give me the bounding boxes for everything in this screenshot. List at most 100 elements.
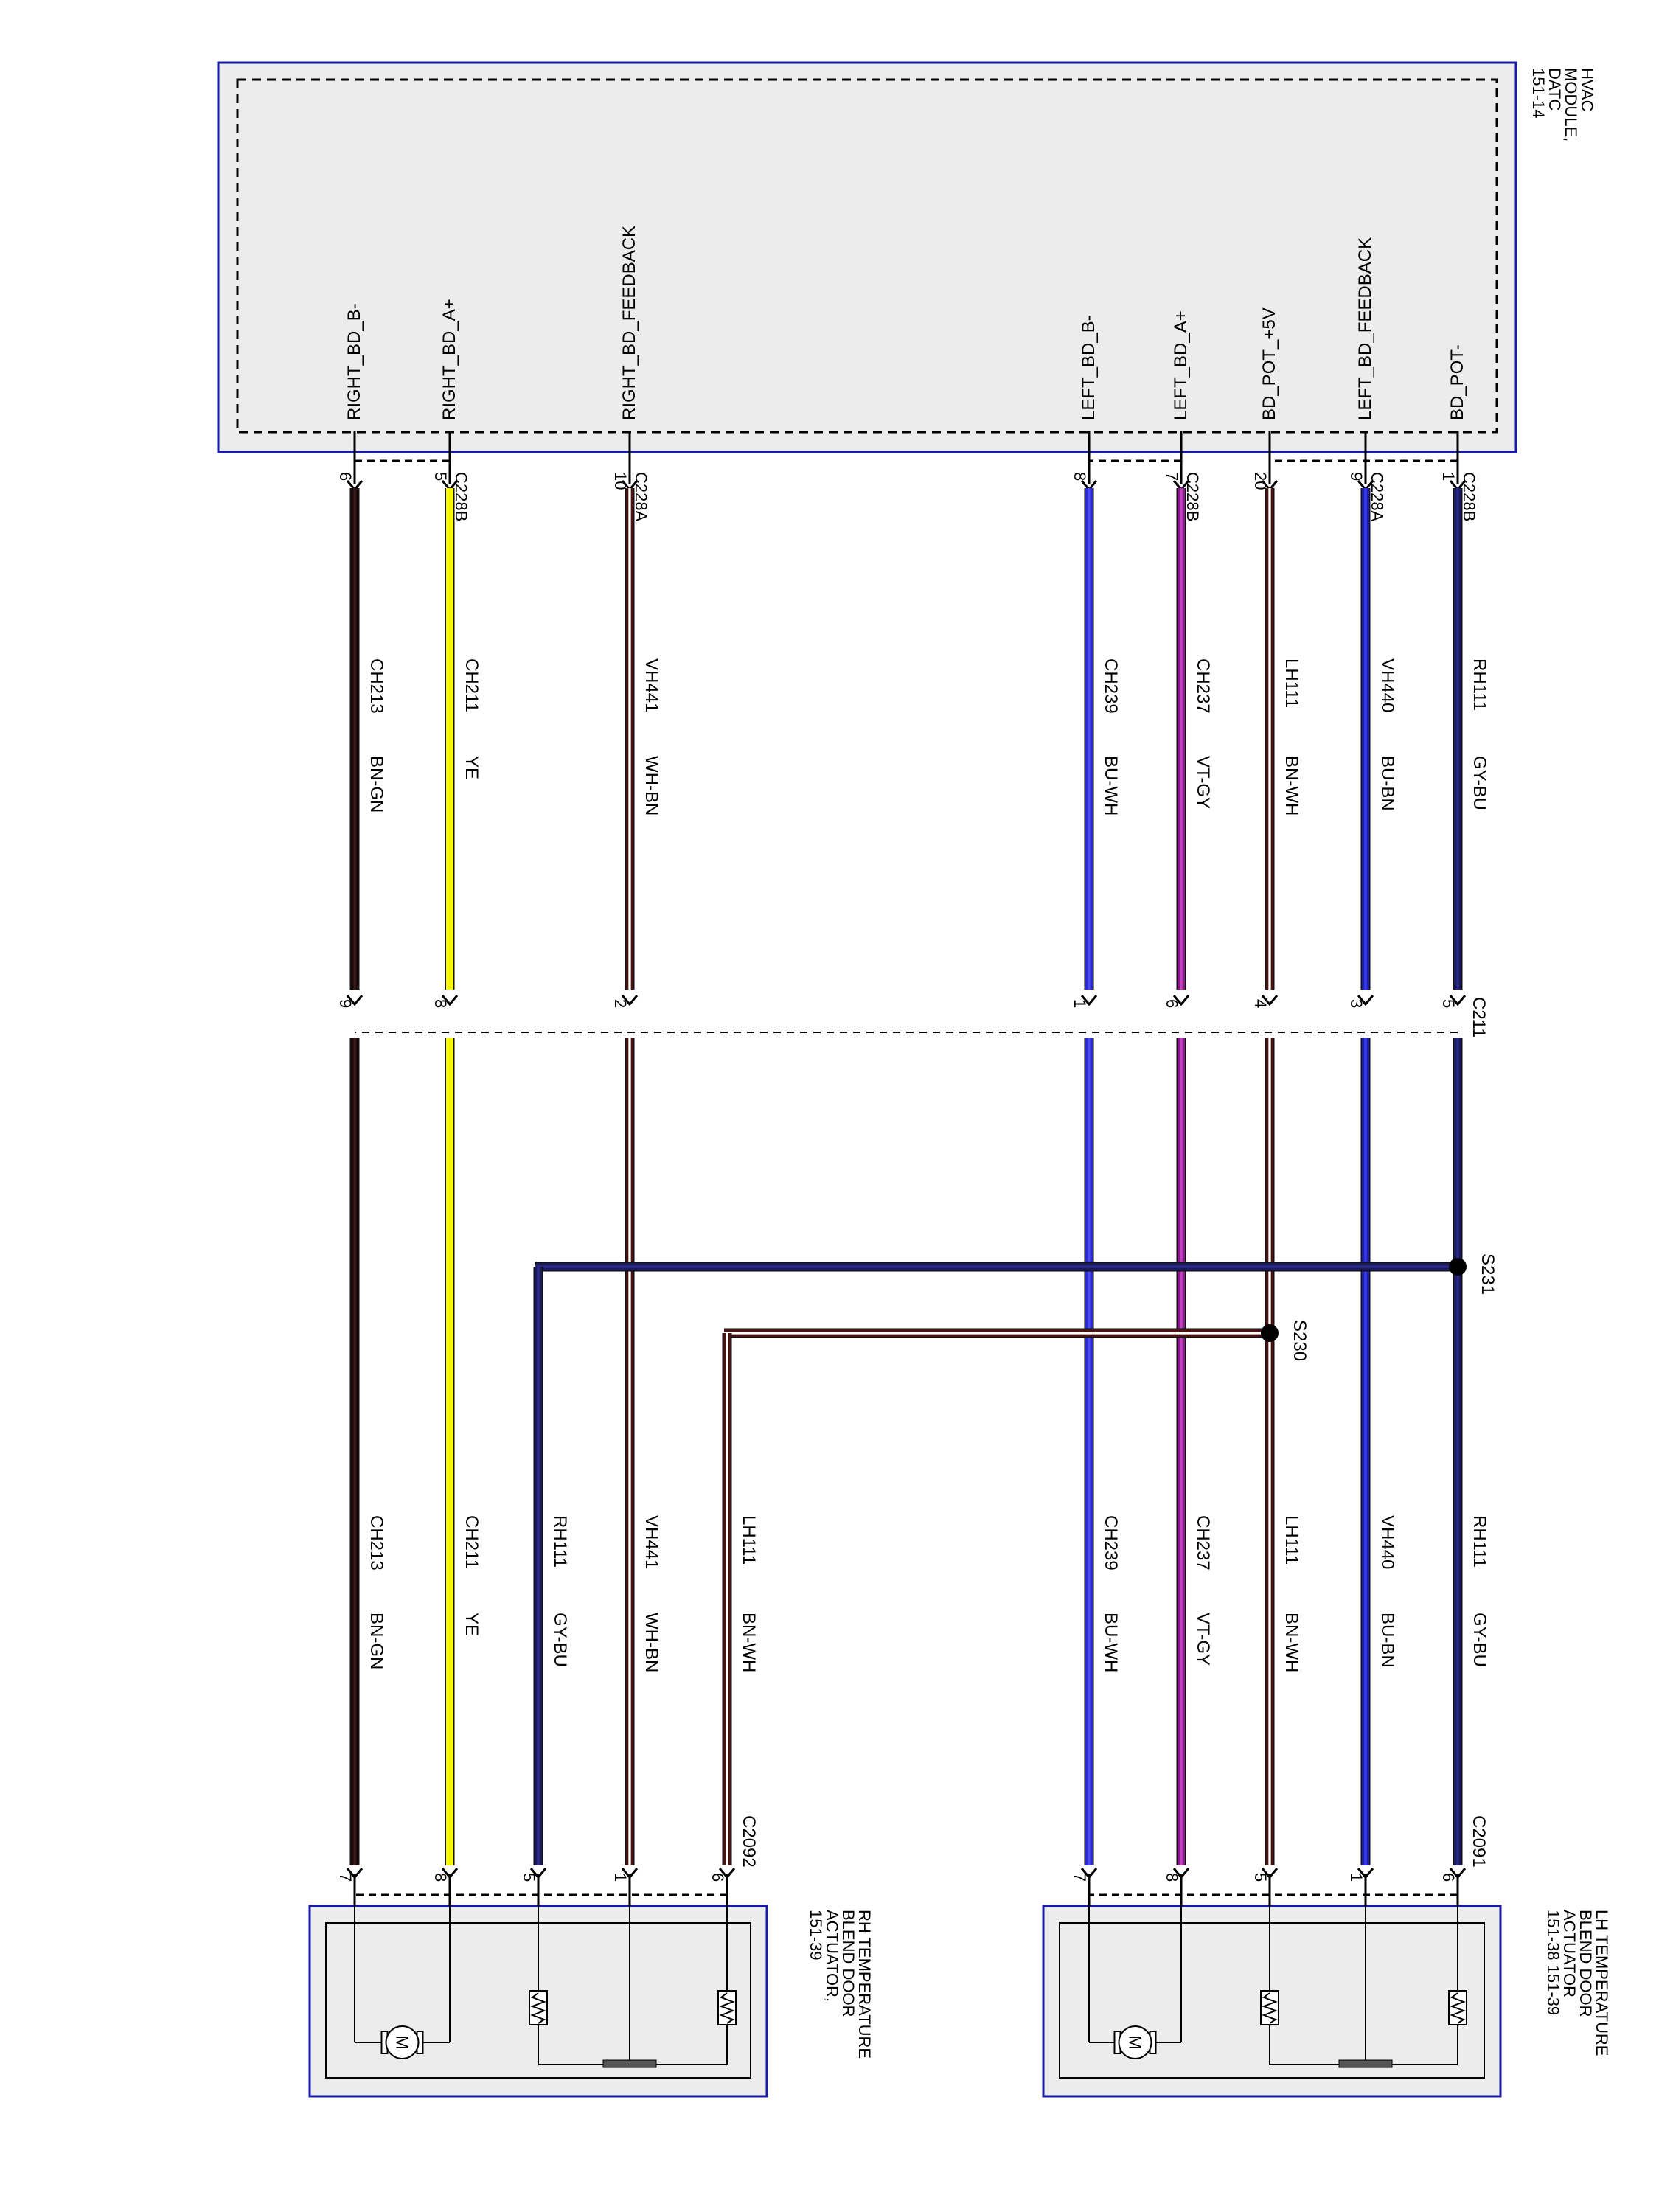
module-connector-label: C228B [452,472,470,521]
signal-label: RIGHT_BD_FEEDBACK [619,226,639,420]
circuit-label: RH111 [550,1515,570,1568]
splice-label: S231 [1478,1253,1498,1295]
module-pin-number: 1 [1439,472,1458,481]
circuit-label: VH441 [641,658,661,712]
connector-chevron [1172,995,1190,1006]
motor-icon-glyph: M [1125,2035,1145,2050]
signal-label: RIGHT_BD_B- [344,303,364,420]
c211-pin-number: 3 [1347,999,1366,1008]
actuator-pin-number: 8 [1163,1873,1181,1882]
wire-color-label: BU-WH [1101,756,1121,815]
splice-dot-s231 [1449,1258,1467,1276]
module-connector-label: C228B [1460,472,1478,521]
actuator-pin-number: 5 [1251,1873,1270,1882]
motor-icon [1118,2025,1152,2059]
wire-color-label: BN-WH [1281,1613,1301,1672]
wire-color-label: GY-BU [1470,756,1489,810]
module-pin-number: 9 [1347,472,1366,481]
circuit-label: LH111 [1281,658,1301,708]
wire-color-label: GY-BU [550,1613,570,1667]
hvac-module-inner-border [236,78,1498,434]
connector-chevron [1449,995,1467,1006]
rh-actuator-connector-label: C2092 [739,1815,759,1868]
hvac-module-frame [217,61,1517,453]
circuit-label: CH211 [462,1515,481,1569]
connector-chevron [1357,995,1374,1006]
c211-pin-number: 1 [1071,999,1089,1008]
lh-actuator-label: LH TEMPERATURE [1593,1910,1611,2056]
rh-actuator-label: 151-39 [807,1910,825,1961]
motor-icon-glyph: M [392,2035,412,2050]
signal-label: RIGHT_BD_A+ [439,299,459,420]
lh-actuator-label: BLEND DOOR [1576,1910,1595,2017]
wire-color-label: WH-BN [641,756,661,815]
splice-dot-s230 [1261,1324,1279,1342]
c211-pin-number: 8 [431,999,450,1008]
wire-color-label: YE [462,756,481,779]
actuator-pin-number: 5 [520,1873,538,1882]
c211-pin-number: 4 [1251,999,1270,1008]
hvac-module-label: HVAC [1578,68,1596,112]
connector-chevron [621,995,639,1006]
pot-wiper-icon [1338,2059,1393,2068]
wire-color-label: YE [462,1613,481,1636]
resistor-zigzag [719,1992,735,2024]
wire-color-label: BN-GN [366,1613,386,1669]
wire-color-label: VT-GY [1193,756,1213,809]
connector-chevron [1261,995,1279,1006]
wire-color-label: BN-GN [366,756,386,813]
c211-pin-number: 6 [1163,999,1181,1008]
pot-wiper-icon [602,2059,657,2068]
wire-color-label: BN-WH [1281,756,1301,815]
wire-color-label: BN-WH [739,1613,759,1672]
module-pin-number: 7 [1163,472,1181,481]
actuator-pin-number: 1 [611,1873,630,1882]
circuit-label: CH213 [366,658,386,714]
actuator-pin-number: 7 [1071,1873,1089,1882]
circuit-label: LH111 [1281,1515,1301,1565]
hvac-module-label: MODULE, [1562,68,1580,142]
motor-icon [385,2025,420,2059]
wire-color-label: BU-WH [1101,1613,1121,1672]
circuit-label: CH239 [1101,1515,1121,1571]
actuator-pin-number: 6 [1439,1873,1458,1882]
resistor-zigzag [1262,1992,1278,2024]
module-connector-label: C228A [1368,472,1386,522]
connector-chevron [346,995,364,1006]
wire-color-label: WH-BN [641,1613,661,1672]
wire-color-label: BU-BN [1377,756,1397,811]
connector-chevron [441,995,459,1006]
module-pin-number: 20 [1251,472,1270,490]
circuit-label: RH111 [1470,658,1489,711]
circuit-label: CH211 [462,658,481,712]
module-pin-number: 5 [431,472,450,481]
wire-color-label: VT-GY [1193,1613,1213,1666]
lh-actuator-label: 151-38 151-39 [1544,1910,1562,2015]
c211-pin-number: 2 [611,999,630,1008]
lh-actuator-connector-label: C2091 [1469,1815,1489,1868]
circuit-label: VH441 [641,1515,661,1569]
circuit-label: CH239 [1101,658,1121,714]
module-pin-number: 8 [1071,472,1089,481]
actuator-pin-number: 1 [1347,1873,1366,1882]
hvac-module-label: DATC [1545,68,1564,111]
actuator-pin-number: 6 [709,1873,727,1882]
module-pin-number: 10 [611,472,630,490]
signal-label: LEFT_BD_FEEDBACK [1355,237,1375,420]
module-connector-label: C228B [1183,472,1202,521]
hvac-module-label: 151-14 [1529,68,1548,119]
rh-actuator-label: RH TEMPERATURE [855,1910,874,2059]
lh-actuator-inner-frame [1059,1922,1485,2079]
module-connector-label: C228A [632,472,650,522]
splice-label: S230 [1290,1320,1310,1361]
lh-actuator-label: ACTUATOR [1560,1910,1579,1997]
signal-label: BD_POT- [1447,344,1467,420]
resistor-zigzag [530,1992,546,2024]
rh-actuator-label: ACTUATOR, [823,1910,841,2002]
c211-connector-label: C211 [1469,997,1489,1038]
connector-chevron [1080,995,1098,1006]
c211-pin-number: 5 [1439,999,1458,1008]
module-pin-number: 6 [336,472,355,481]
rh-actuator-label: BLEND DOOR [839,1910,858,2017]
